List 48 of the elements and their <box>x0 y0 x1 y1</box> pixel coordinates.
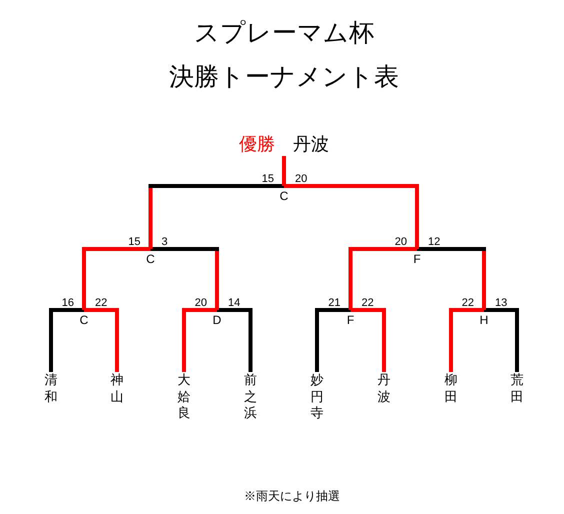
team-name: 丹波 <box>378 372 390 405</box>
score-label: 22 <box>362 297 374 309</box>
match-label: D <box>212 310 222 327</box>
bracket-line <box>484 308 519 372</box>
score-label: 20 <box>394 236 407 248</box>
bracket-line <box>82 247 150 310</box>
bracket-line <box>350 308 386 372</box>
bracket-line <box>49 308 84 372</box>
match-label: C <box>280 186 288 203</box>
team-name: 妙円寺 <box>310 372 324 422</box>
team-name: 神山 <box>110 372 124 405</box>
footnote: ※雨天により抽選 <box>244 488 340 504</box>
bracket-line <box>150 247 219 310</box>
score-label: 13 <box>495 297 508 309</box>
score-label: 3 <box>162 236 168 248</box>
score-label: 20 <box>194 297 207 309</box>
bracket-line <box>348 247 417 310</box>
team-name: 大姶良 <box>178 372 190 422</box>
score-label: 15 <box>262 173 274 185</box>
score-label: 12 <box>428 236 440 248</box>
bracket-line <box>182 308 217 372</box>
bracket-line <box>449 308 484 372</box>
bracket-line <box>148 184 284 249</box>
match-label: H <box>480 310 488 327</box>
bracket-line <box>217 308 252 372</box>
score-label: 14 <box>228 297 240 309</box>
score-label: 16 <box>62 297 74 309</box>
bracket-line <box>417 247 486 310</box>
bracket-line <box>315 308 350 372</box>
match-label: F <box>413 249 421 266</box>
match-label: C <box>80 310 88 327</box>
score-label: 15 <box>128 236 140 248</box>
team-name: 前之浜 <box>244 372 257 422</box>
score-label: 22 <box>95 297 108 309</box>
team-name: 清和 <box>44 372 58 405</box>
bracket-line <box>84 308 119 372</box>
bracket-line <box>284 184 419 249</box>
score-label: 22 <box>462 297 474 309</box>
title: スプレーマム杯決勝トーナメント表 <box>168 18 400 93</box>
match-label: F <box>346 310 354 327</box>
bracket-line <box>282 154 286 186</box>
team-name: 柳田 <box>444 372 458 405</box>
champion-heading: 優勝 <box>239 133 275 156</box>
score-label: 21 <box>328 297 340 309</box>
score-label: 20 <box>295 173 308 185</box>
team-name: 荒田 <box>510 372 524 405</box>
match-label: C <box>146 249 155 266</box>
team-name: 丹波 <box>293 133 329 156</box>
